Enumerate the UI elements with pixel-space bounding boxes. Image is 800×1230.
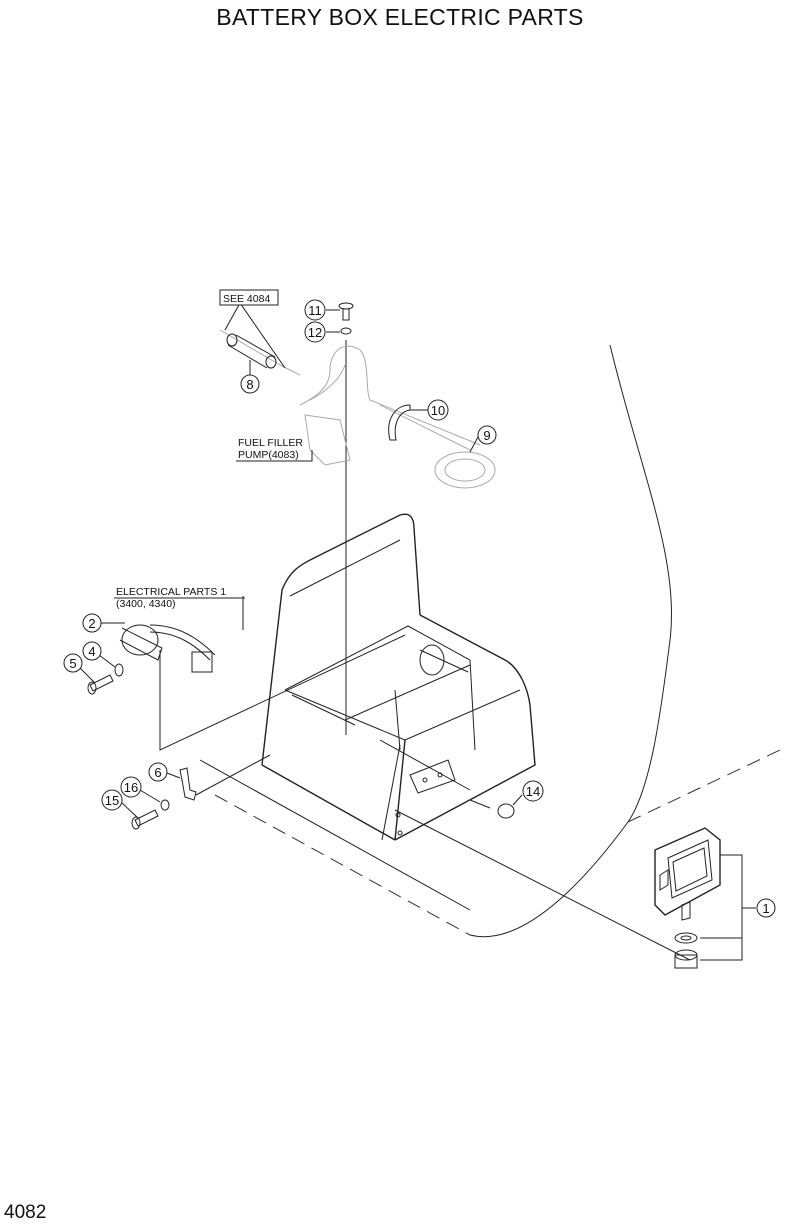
svg-text:1: 1 xyxy=(762,901,769,916)
leader-grommet-line xyxy=(469,799,491,809)
washer-part-16 xyxy=(160,799,170,811)
svg-text:9: 9 xyxy=(483,428,490,443)
callout-9: 9 xyxy=(477,425,497,445)
grommet-part-14 xyxy=(497,803,515,819)
see-ref-leader xyxy=(224,302,286,369)
fuel-filler-pump xyxy=(219,329,496,489)
washer-part-12 xyxy=(340,327,352,335)
clamp-part-10 xyxy=(388,404,411,441)
svg-text:8: 8 xyxy=(246,377,253,392)
leader-15 xyxy=(121,802,139,819)
callout-14: 14 xyxy=(522,780,544,802)
svg-text:FUEL FILLER: FUEL FILLER xyxy=(238,437,303,449)
leader-5 xyxy=(79,667,96,684)
svg-text:15: 15 xyxy=(105,793,119,808)
see-4084-label: SEE 4084 xyxy=(219,289,279,306)
leader-14 xyxy=(512,794,523,806)
electrical-parts-label: ELECTRICAL PARTS 1 (3400, 4340) xyxy=(114,586,245,610)
callout-4: 4 xyxy=(82,641,102,661)
bracket-line xyxy=(195,754,271,796)
page-number: 4082 xyxy=(4,1202,47,1223)
svg-text:11: 11 xyxy=(308,303,322,318)
bolt-part-5 xyxy=(87,674,114,695)
work-lamp-part-1 xyxy=(654,827,721,969)
svg-text:14: 14 xyxy=(526,784,540,799)
callout-15: 15 xyxy=(101,789,123,811)
callout-6: 6 xyxy=(148,762,168,782)
svg-text:6: 6 xyxy=(154,765,161,780)
svg-text:16: 16 xyxy=(124,780,138,795)
svg-text:2: 2 xyxy=(88,616,95,631)
svg-text:10: 10 xyxy=(431,403,445,418)
svg-text:ELECTRICAL PARTS 1: ELECTRICAL PARTS 1 xyxy=(116,586,226,598)
bracket-part-6 xyxy=(179,767,197,801)
battery-box xyxy=(261,513,536,841)
sensor-part-2 xyxy=(119,596,406,751)
pipe-part-8 xyxy=(226,333,277,369)
callout-1: 1 xyxy=(756,898,776,918)
svg-text:5: 5 xyxy=(69,656,76,671)
leader-lamp-diagonal xyxy=(394,809,691,961)
diagram-title: BATTERY BOX ELECTRIC PARTS xyxy=(216,4,584,30)
leader-6 xyxy=(166,772,181,779)
svg-text:4: 4 xyxy=(88,644,95,659)
leader-9 xyxy=(469,436,479,453)
cab-outline xyxy=(199,344,781,938)
callout-10: 10 xyxy=(427,399,449,421)
washer-part-4 xyxy=(114,663,124,677)
callout-2: 2 xyxy=(82,613,102,633)
leader-16 xyxy=(139,789,161,803)
callout-5: 5 xyxy=(63,653,83,673)
svg-text:12: 12 xyxy=(308,325,322,340)
bolt-part-15 xyxy=(131,809,159,830)
bolt-part-11 xyxy=(338,302,354,321)
svg-text:(3400, 4340): (3400, 4340) xyxy=(116,598,176,610)
svg-text:SEE 4084: SEE 4084 xyxy=(223,293,270,305)
callout-12: 12 xyxy=(304,321,326,343)
fuel-filler-pump-label: FUEL FILLER PUMP(4083) xyxy=(236,437,313,462)
svg-text:PUMP(4083): PUMP(4083) xyxy=(238,449,299,461)
leader-4 xyxy=(98,654,116,668)
callout-16: 16 xyxy=(120,776,142,798)
callout-11: 11 xyxy=(304,299,326,321)
callout-8: 8 xyxy=(240,374,260,394)
